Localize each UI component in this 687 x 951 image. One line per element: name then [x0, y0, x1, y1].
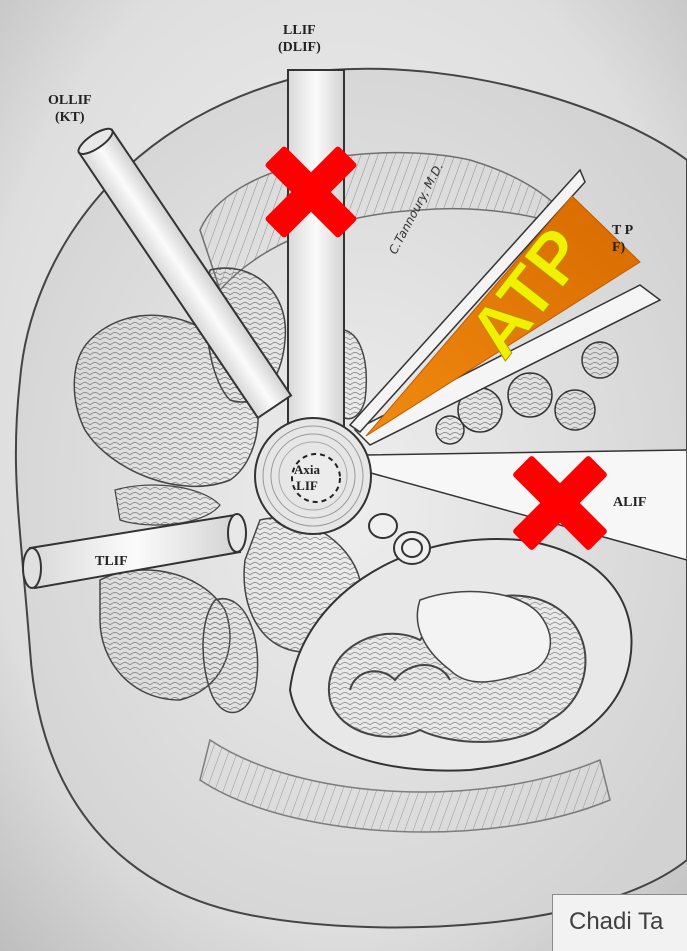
ollif-label: OLLIF (KT) — [48, 92, 92, 126]
tlif-label: TLIF — [95, 553, 128, 570]
axial-lif-label: Axia LIF — [294, 462, 320, 494]
alif-label: ALIF — [613, 494, 646, 511]
corridor-llif — [288, 70, 344, 440]
llif-label: LLIF (DLIF) — [278, 22, 321, 56]
credit-text: Chadi Ta — [569, 908, 663, 936]
atp-partial-label: T P F) — [612, 222, 633, 256]
credit-box: Chadi Ta — [552, 894, 687, 951]
